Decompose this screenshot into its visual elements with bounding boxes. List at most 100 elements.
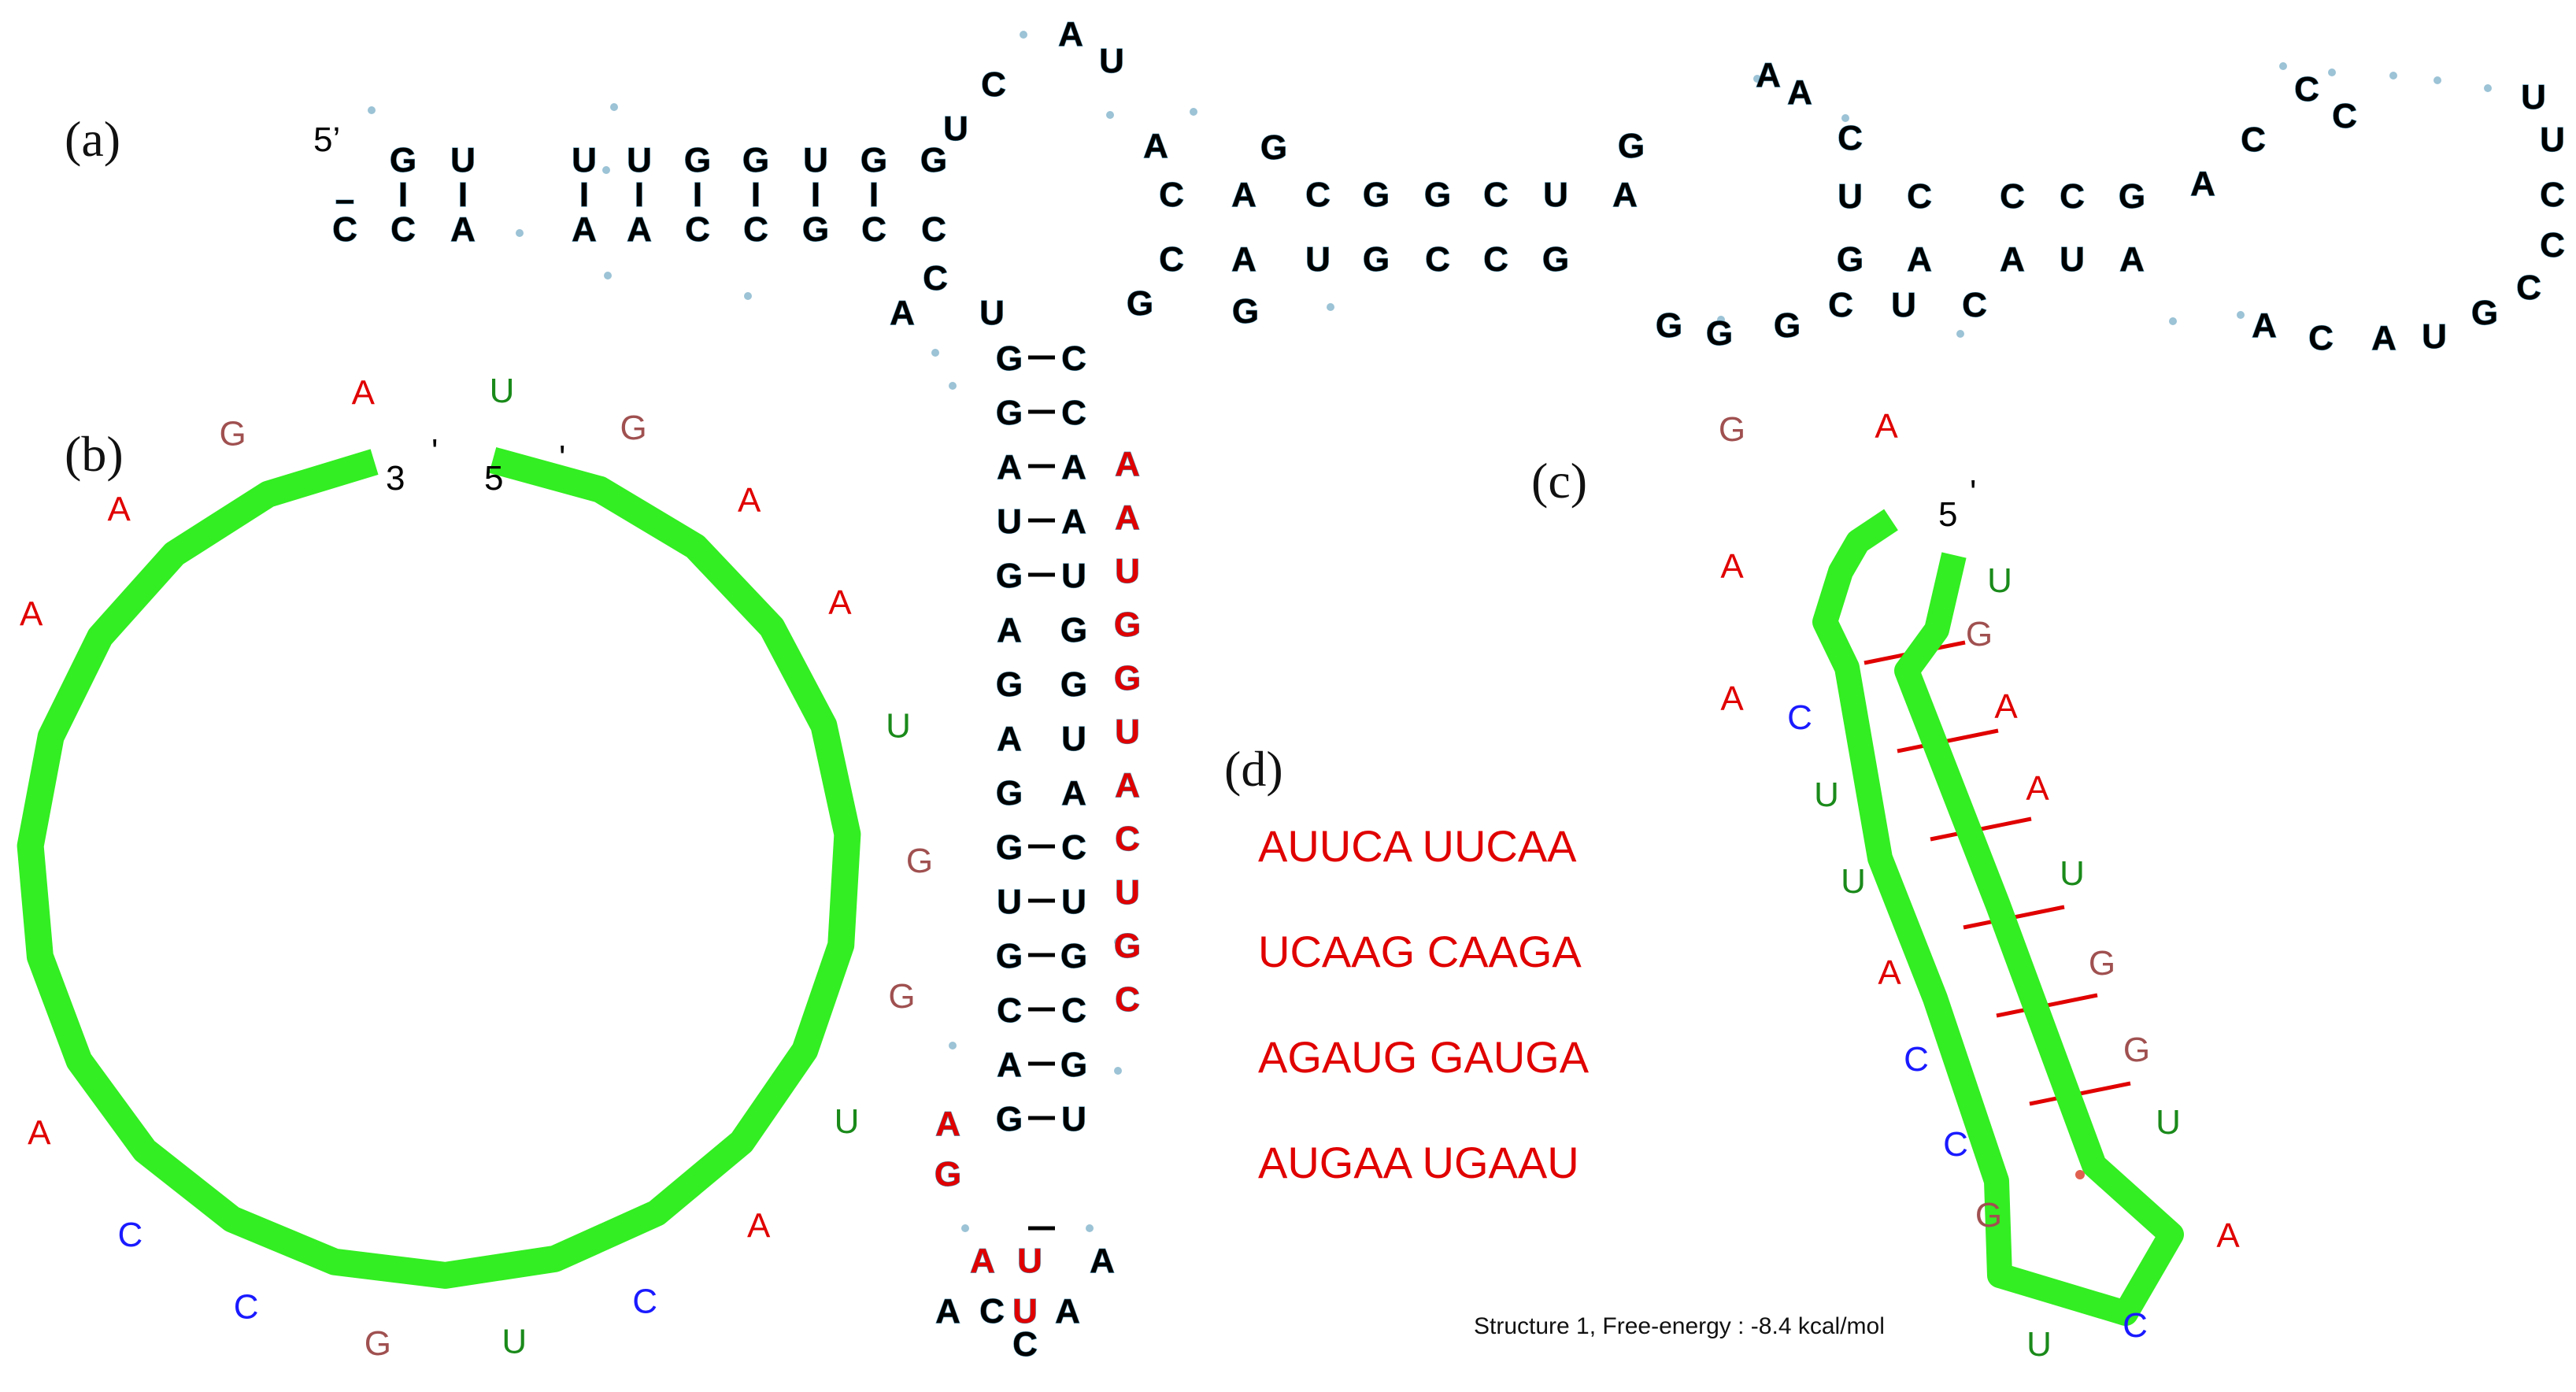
panel-a-nucleotide: C: [2516, 268, 2541, 307]
panel-c-base-pair: [1897, 728, 1999, 753]
panel-b-nucleotide: C: [234, 1287, 259, 1326]
panel-a-nucleotide: A: [572, 210, 597, 249]
panel-c-five-prime-label: 5: [1938, 495, 1957, 534]
panel-a-backbone-dot: [961, 1224, 969, 1232]
panel-a-nucleotide: C: [1061, 828, 1086, 867]
panel-d-sequence-3: AGAUG GAUGA: [1258, 1032, 1590, 1082]
panel-c-nucleotide: U: [2060, 854, 2085, 893]
panel-a-nucleotide: A: [1090, 1242, 1115, 1280]
panel-a-nucleotide: A: [1061, 502, 1086, 541]
panel-a-backbone-dot: [516, 229, 524, 237]
panel-a-nucleotide: U: [1305, 240, 1331, 279]
panel-a-backbone-dot: [1956, 330, 1964, 338]
panel-a-nucleotide: U: [1115, 713, 1140, 751]
panel-a-pair-mark: I: [869, 176, 879, 214]
panel-a-pair-mark: I: [693, 176, 702, 214]
panel-b-nucleotide: U: [886, 707, 911, 746]
panel-a-nucleotide: A: [997, 720, 1022, 758]
panel-a-backbone-dot: [368, 106, 376, 114]
panel-a-nucleotide: G: [996, 937, 1023, 976]
panel-a-nucleotide: A: [1787, 73, 1812, 112]
panel-a-nucleotide: C: [2540, 176, 2565, 214]
panel-b-nucleotide: A: [828, 583, 852, 622]
panel-a-nucleotide: C: [743, 210, 768, 249]
panel-a-backbone-dot: [604, 272, 612, 280]
panel-a-nucleotide: G: [1060, 1046, 1087, 1084]
panel-a-backbone-dot: [2328, 68, 2336, 76]
panel-a-pair-mark: I: [398, 176, 408, 214]
panel-c-nucleotide: A: [1720, 547, 1744, 586]
panel-a-nucleotide: G: [920, 141, 947, 180]
panel-a-nucleotide: C: [2332, 97, 2357, 135]
panel-a-nucleotide: A: [1061, 774, 1086, 813]
panel-a-nucleotide: C: [1115, 980, 1140, 1019]
panel-b-nucleotide: A: [28, 1113, 51, 1152]
panel-a-nucleotide: A: [1115, 498, 1140, 537]
panel-a-pair-mark: I: [458, 176, 468, 214]
panel-a-nucleotide: U: [1838, 177, 1863, 216]
panel-a-backbone-dot: [2389, 72, 2397, 80]
panel-b-five-prime-mark: ': [559, 439, 565, 477]
panel-a-nucleotide: G: [1618, 127, 1645, 165]
panel-b-nucleotide: A: [738, 481, 761, 520]
panel-a-nucleotide: U: [803, 141, 828, 180]
panel-c-nucleotide: G: [1719, 410, 1745, 449]
panel-b-nucleotide: G: [365, 1324, 391, 1363]
panel-a-nucleotide: A: [1115, 445, 1140, 483]
panel-a-nucleotide: C: [1061, 991, 1086, 1030]
panel-a-nucleotide: U: [1012, 1292, 1038, 1331]
panel-a-backbone-dot: [2484, 84, 2492, 92]
panel-a-backbone-dot: [1020, 31, 1027, 39]
panel-a-nucleotide: C: [685, 210, 710, 249]
panel-c-nucleotide: A: [1878, 953, 1901, 992]
panel-a-nucleotide: C: [1061, 394, 1086, 432]
panel-a-nucleotide: U: [2521, 78, 2546, 117]
panel-c-nucleotide: A: [1994, 687, 2018, 726]
panel-a-nucleotide: A: [2190, 165, 2215, 203]
panel-c-nucleotide: U: [1814, 776, 1839, 814]
panel-a-nucleotide: G: [684, 141, 711, 180]
panel-a-nucleotide: U: [1115, 552, 1140, 590]
panel-c-unpaired-dot: [2075, 1170, 2085, 1179]
panel-a-nucleotide: C: [997, 991, 1022, 1030]
panel-a-nucleotide: C: [2060, 177, 2085, 216]
panel-a-backbone-dot: [1106, 111, 1114, 119]
panel-a-nucleotide: C: [1828, 286, 1853, 324]
panel-a-nucleotide: C: [923, 259, 948, 298]
panel-a-nucleotide: C: [2540, 226, 2565, 265]
panel-a-nucleotide: U: [997, 883, 1022, 921]
panel-b-nucleotide: U: [490, 372, 515, 410]
panel-b-nucleotide: A: [352, 374, 376, 413]
panel-a-nucleotide: U: [1061, 883, 1086, 921]
panel-b-nucleotide: G: [888, 977, 915, 1016]
panel-a-nucleotide: G: [1424, 176, 1451, 214]
panel-a-nucleotide: C: [1907, 177, 1932, 216]
panel-c-nucleotide: U: [2156, 1103, 2181, 1142]
panel-a-nucleotide: G: [1114, 659, 1141, 698]
panel-a-nucleotide: C: [2294, 70, 2319, 109]
panel-a-nucleotide: G: [1363, 176, 1390, 214]
panel-a-nucleotide: C: [1115, 820, 1140, 858]
panel-a-nucleotide: C: [1838, 119, 1863, 157]
panel-c-nucleotide: U: [1987, 561, 2012, 600]
panel-a-nucleotide: A: [1061, 448, 1086, 487]
panel-a-nucleotide: G: [1060, 611, 1087, 650]
panel-a-nucleotide: A: [1143, 127, 1168, 165]
panel-label-c: (c): [1531, 453, 1587, 509]
panel-a-nucleotide: G: [996, 665, 1023, 704]
panel-a-backbone-dot: [1327, 303, 1334, 311]
panel-label-d: (d): [1224, 741, 1283, 797]
panel-a-nucleotide: C: [2308, 319, 2334, 357]
panel-b-nucleotide: G: [906, 842, 933, 880]
panel-c-nucleotide: A: [2216, 1216, 2240, 1255]
panel-a-pair-mark: I: [811, 176, 820, 214]
panel-a-nucleotide: A: [1115, 766, 1140, 805]
panel-a-backbone-dot: [2279, 62, 2287, 70]
panel-d-sequence-4: AUGAA UGAAU: [1258, 1138, 1579, 1187]
panel-a-nucleotide: G: [802, 210, 829, 249]
panel-b-three-prime-mark: ': [431, 432, 438, 471]
panel-a-backbone-dot: [1114, 938, 1122, 946]
